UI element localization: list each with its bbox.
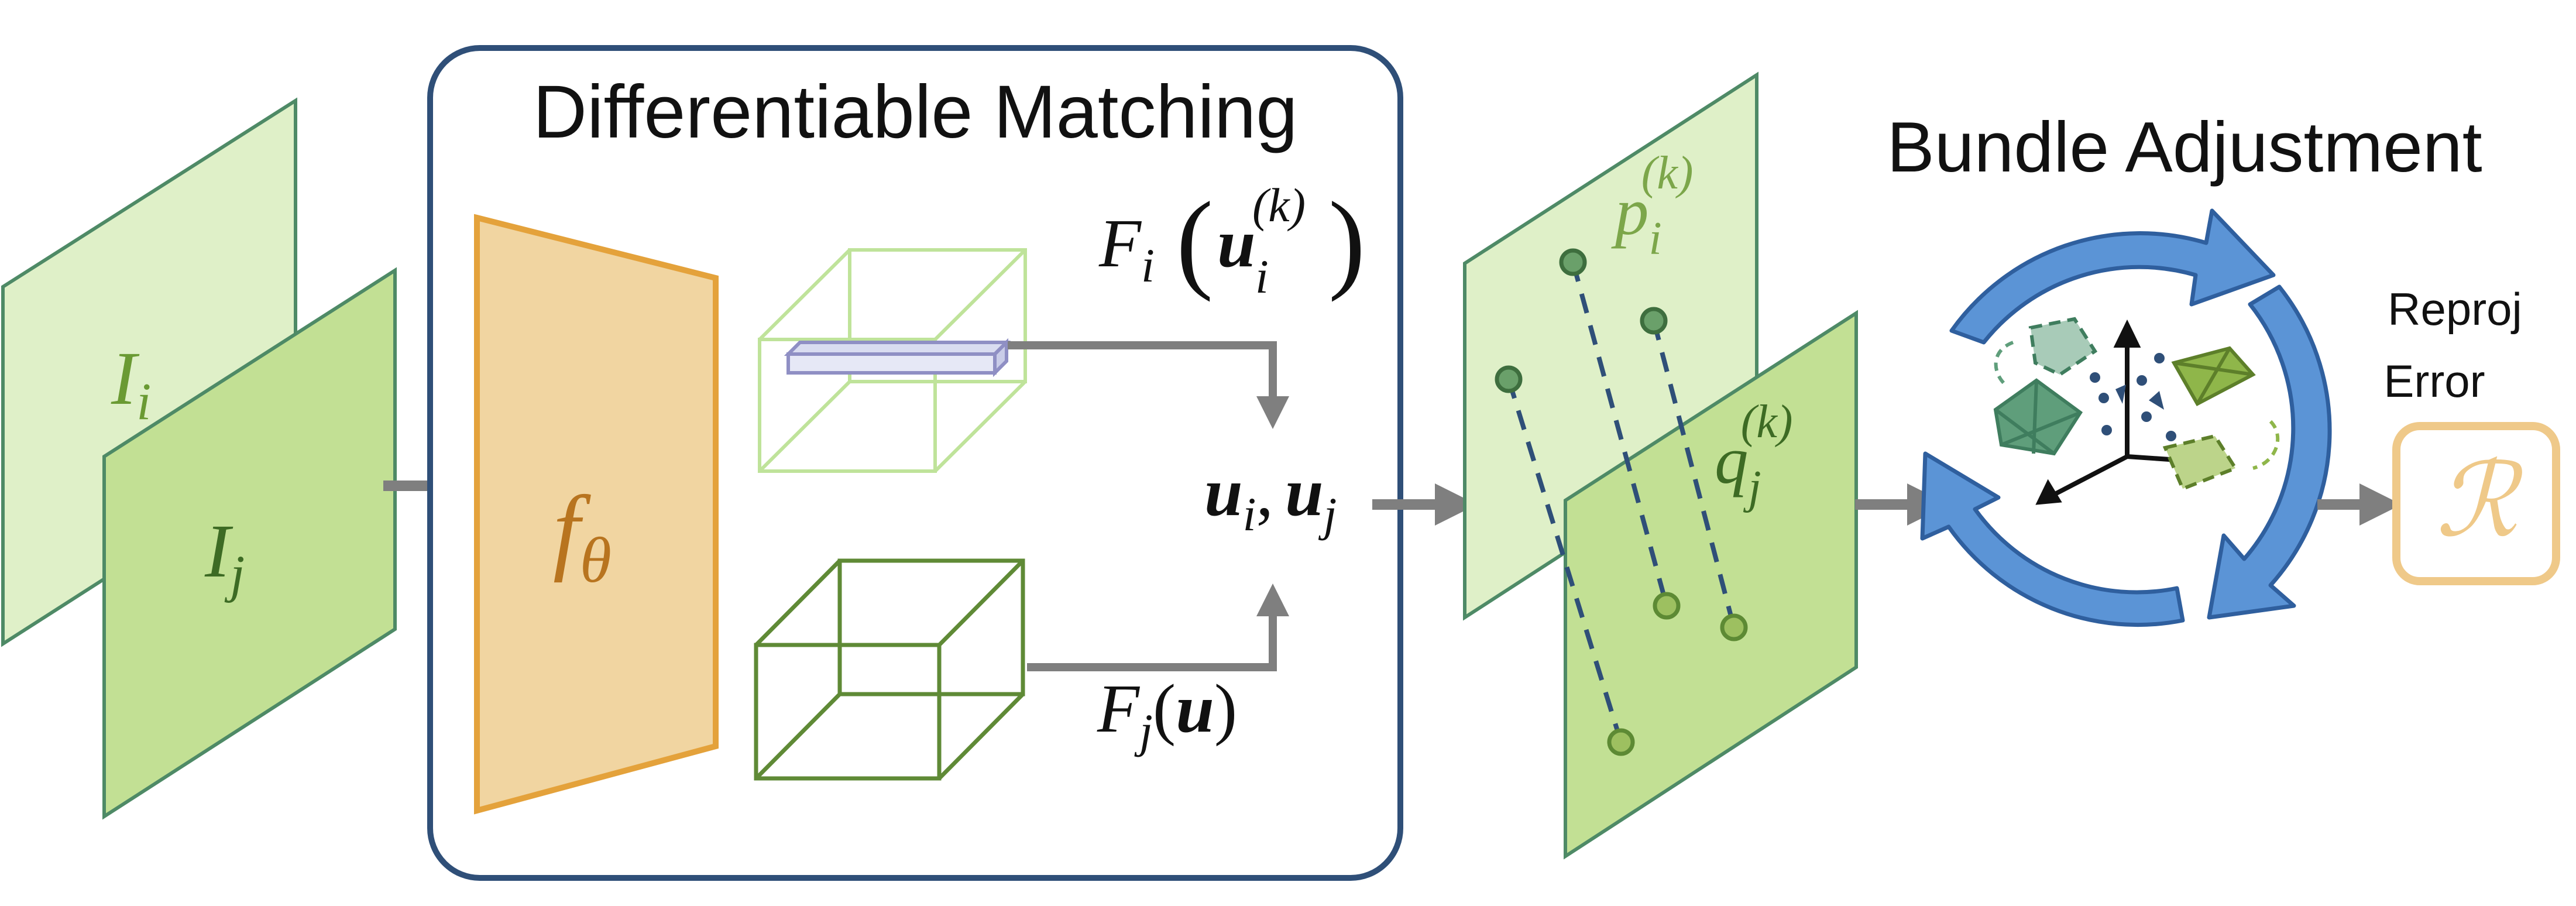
svg-text:): ) — [1328, 180, 1365, 303]
p-label: pi(k) — [1611, 147, 1694, 265]
feature-i-formula: Fi ( u i (k) ) — [1098, 179, 1365, 303]
cycle-arrow-top — [1949, 208, 2276, 345]
error-box — [2392, 422, 2560, 585]
image-i-label: Ii — [111, 337, 151, 431]
reprojection-output: Reproj Error ℛ — [2383, 283, 2560, 585]
bundle-adjustment-title: Bundle Adjustment — [1887, 107, 2482, 187]
matching-box: Differentiable Matching fθ — [427, 45, 1403, 881]
feature-j-formula: Fj(u) — [1097, 670, 1237, 757]
keypoints-p — [1495, 248, 1668, 393]
landmark-points — [2090, 353, 2176, 441]
ba-cycle — [1920, 208, 2332, 627]
feature-network — [474, 214, 719, 815]
camera-right-icon — [2162, 346, 2280, 491]
keypoints-q — [1607, 592, 1748, 756]
svg-text:i: i — [1255, 250, 1269, 303]
matching-title: Differentiable Matching — [533, 70, 1298, 154]
svg-text:(k): (k) — [1252, 179, 1306, 232]
svg-text:Fj(u): Fj(u) — [1097, 670, 1237, 757]
svg-text:u: u — [1217, 205, 1256, 282]
correspondence-formula: ui,uj — [1204, 454, 1337, 541]
correspondence-lines — [1506, 261, 1736, 743]
network-label: fθ — [553, 476, 612, 596]
cycle-arrow-right — [2207, 284, 2332, 620]
input-images: Ii Ij — [1, 97, 397, 820]
image-plane-j — [102, 267, 397, 820]
svg-text:Fi: Fi — [1098, 205, 1155, 292]
ba-scene — [1993, 317, 2280, 505]
feature-volume-j — [754, 558, 1025, 781]
arrow-fi-to-u — [1008, 341, 1289, 429]
output-line1: Reproj — [2388, 283, 2522, 335]
correspondence-planes: pi(k) qj(k) — [1463, 71, 1858, 860]
arrow-fj-to-u — [1027, 584, 1289, 671]
svg-text:ui,uj: ui,uj — [1204, 454, 1337, 541]
plane-q — [1564, 310, 1858, 860]
svg-text:(: ( — [1176, 180, 1213, 303]
cycle-arrow-bottom — [1920, 451, 2185, 627]
feature-volume-i — [758, 248, 1027, 473]
camera-left-icon — [1993, 317, 2098, 456]
output-line2: Error — [2383, 355, 2485, 407]
error-symbol: ℛ — [2436, 444, 2523, 558]
sampled-feature-rod — [784, 338, 1011, 378]
q-label: qj(k) — [1715, 396, 1793, 513]
